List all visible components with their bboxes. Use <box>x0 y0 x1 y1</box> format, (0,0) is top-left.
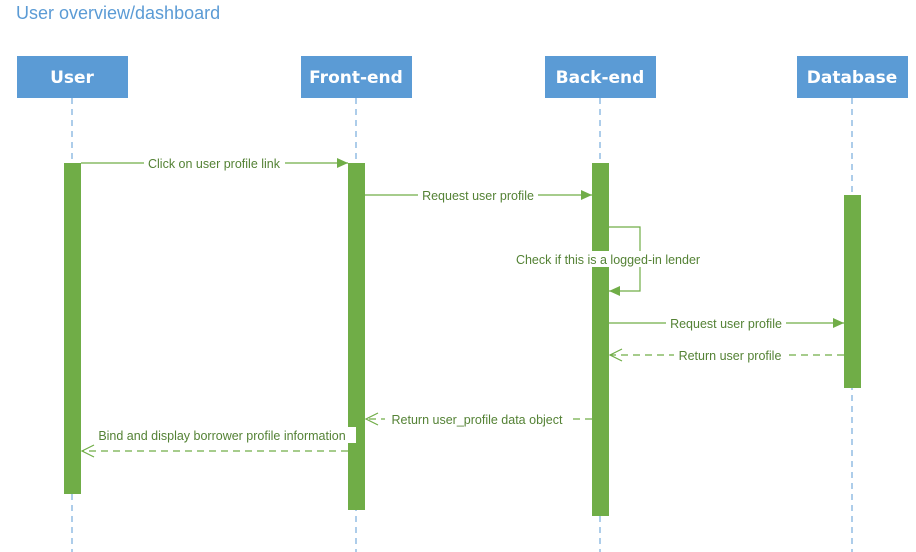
message-label: Bind and display borrower profile inform… <box>98 429 345 443</box>
actor-backend-label: Back-end <box>556 68 645 88</box>
message-request-profile-backend: Request user profile <box>365 187 592 203</box>
actor-frontend-label: Front-end <box>309 68 403 88</box>
diagram-title: User overview/dashboard <box>16 3 221 23</box>
message-request-profile-database: Request user profile <box>609 315 844 331</box>
message-label: Click on user profile link <box>148 157 281 171</box>
activation-backend <box>592 163 609 516</box>
message-label: Return user_profile data object <box>392 413 563 427</box>
message-label: Check if this is a logged-in lender <box>516 253 700 267</box>
message-self-check-lender: Check if this is a logged-in lender <box>511 226 705 296</box>
message-label: Request user profile <box>422 189 534 203</box>
actor-database: Database <box>797 56 908 98</box>
actor-database-label: Database <box>807 68 897 88</box>
message-label: Return user profile <box>679 349 782 363</box>
actor-backend: Back-end <box>545 56 656 98</box>
actor-user-label: User <box>50 68 94 88</box>
message-bind-display-profile: Bind and display borrower profile inform… <box>80 427 356 458</box>
activation-frontend <box>348 163 365 510</box>
message-return-data-object: Return user_profile data object <box>364 411 592 427</box>
message-click-profile-link: Click on user profile link <box>81 155 348 171</box>
actor-user: User <box>17 56 128 98</box>
actor-frontend: Front-end <box>301 56 412 98</box>
activation-user <box>64 163 81 494</box>
activation-database <box>844 195 861 388</box>
message-return-profile: Return user profile <box>608 347 844 363</box>
message-label: Request user profile <box>670 317 782 331</box>
